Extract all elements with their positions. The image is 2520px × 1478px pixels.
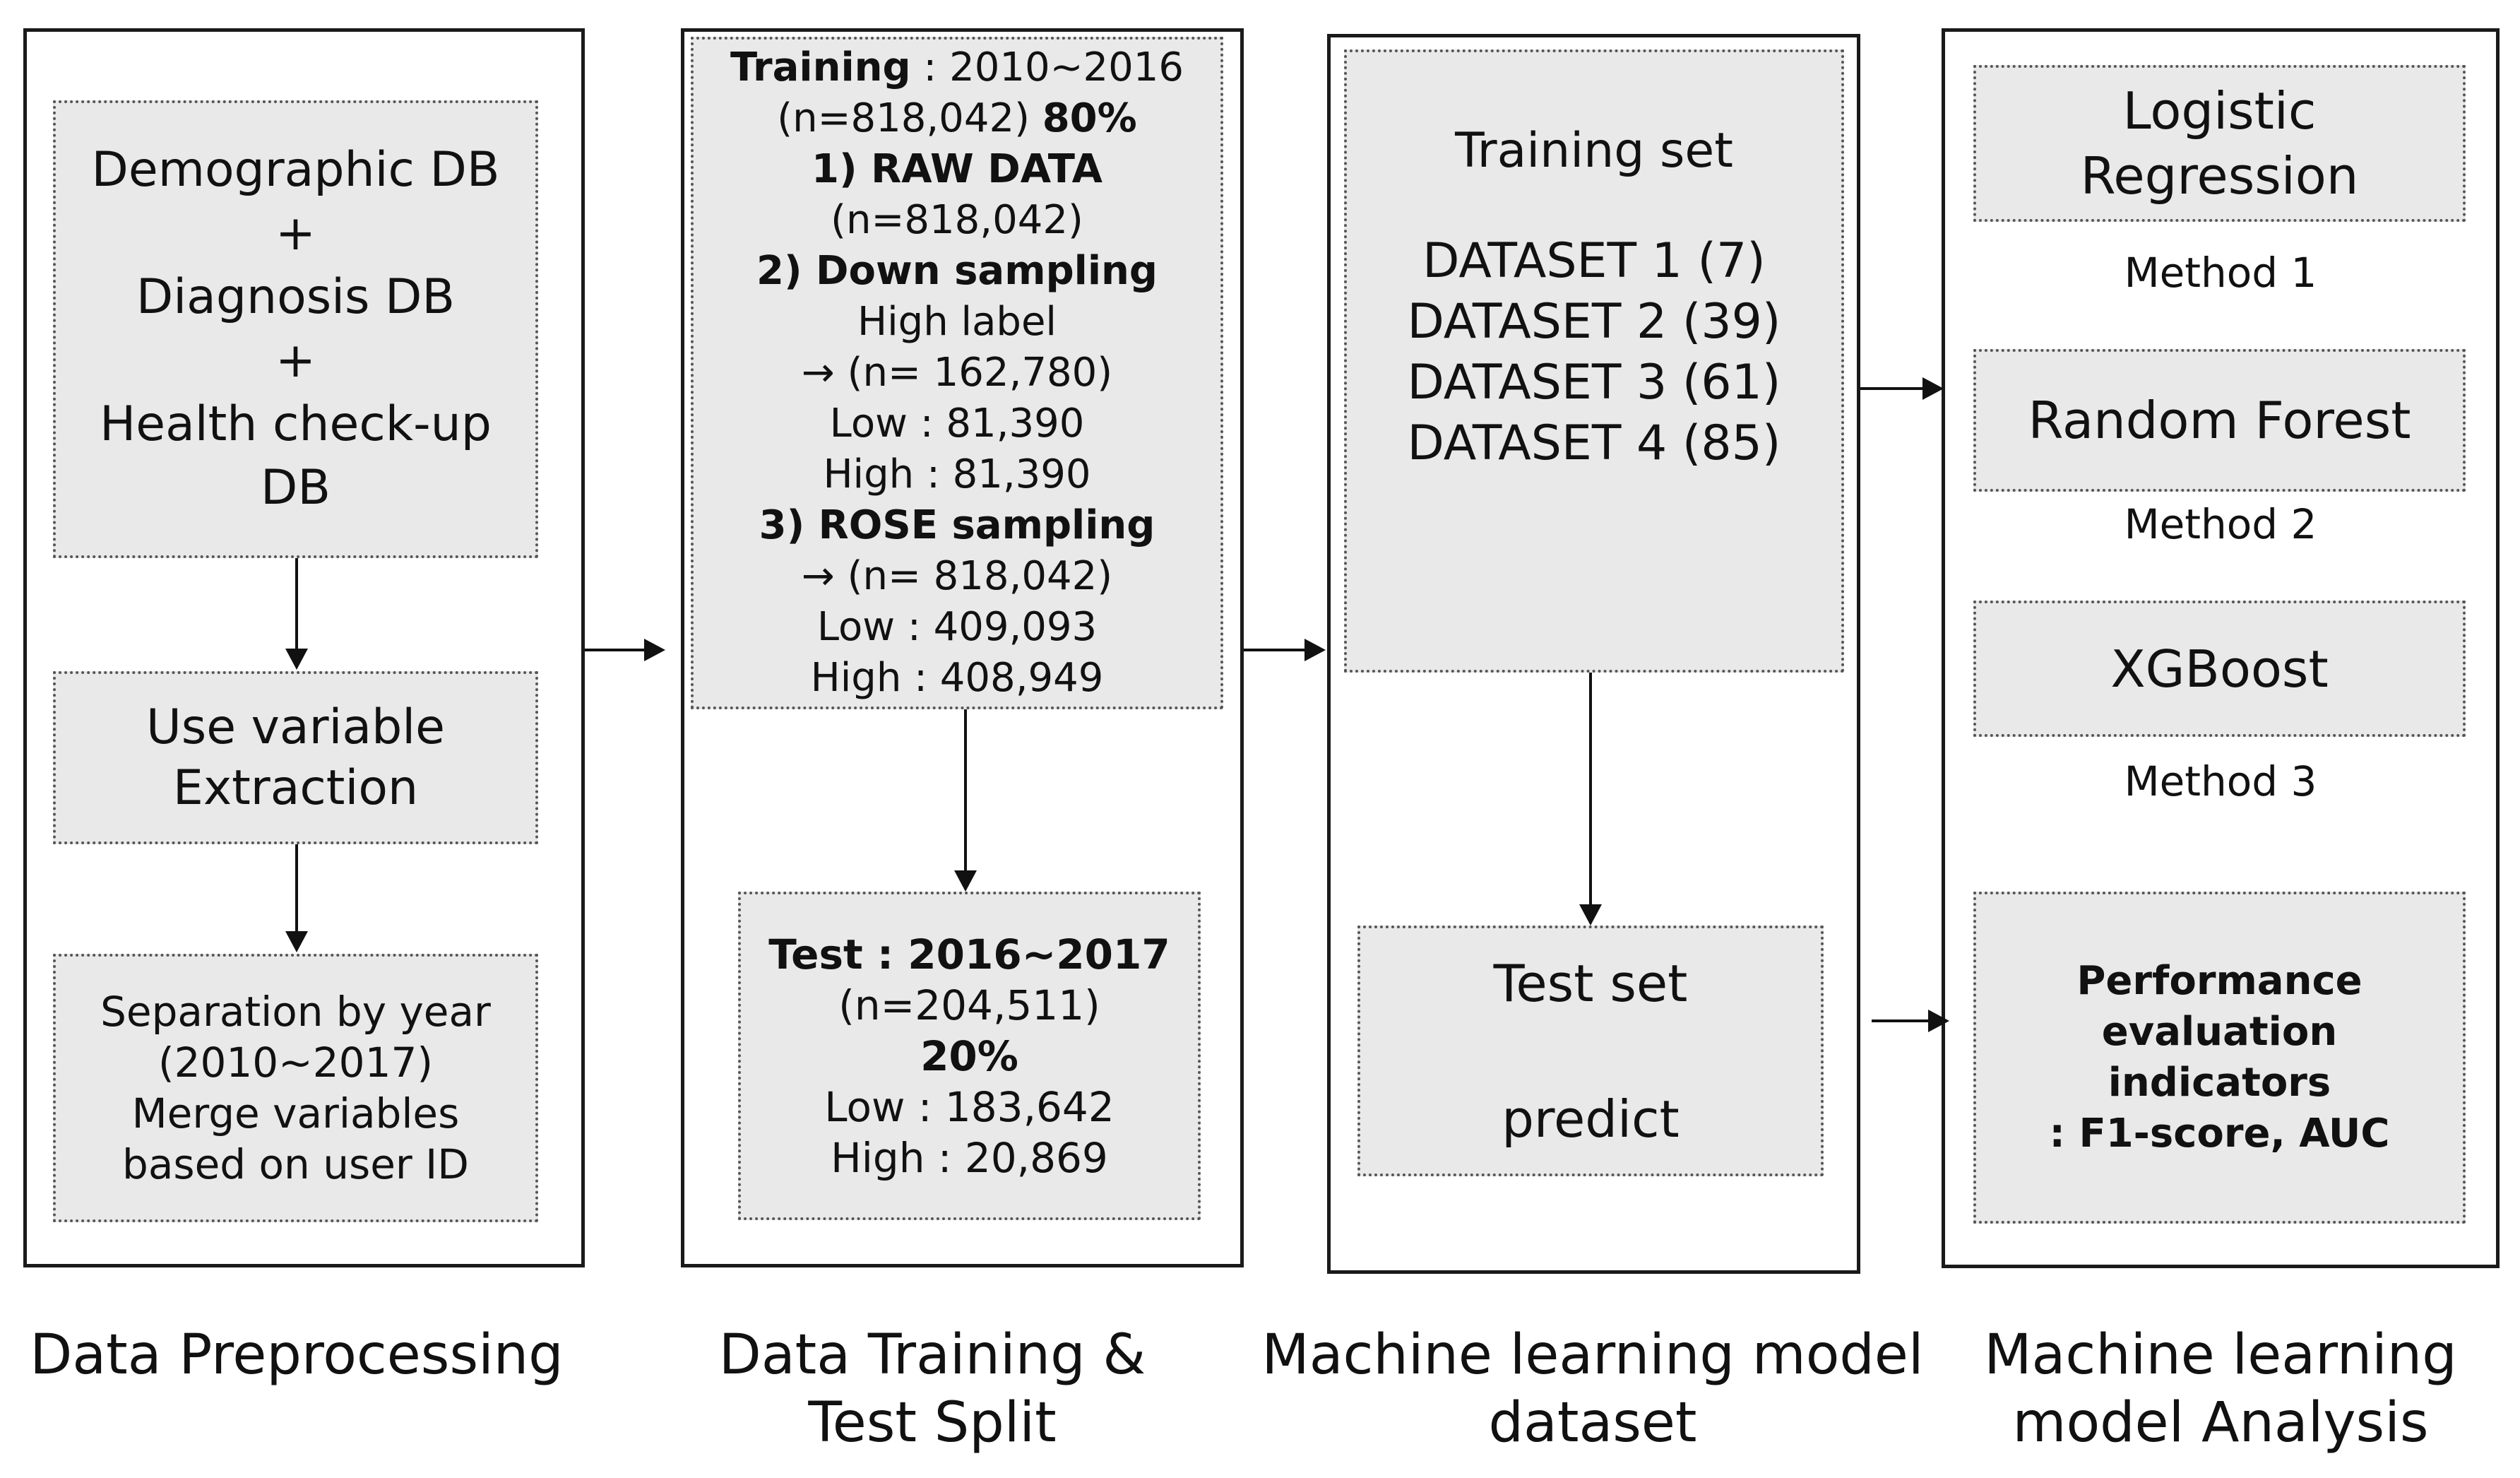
- dataset-1: DATASET 1 (7): [1422, 233, 1766, 289]
- dataset-caption: Machine learning model dataset: [1250, 1321, 1935, 1457]
- dataset-caption-line1: Machine learning model: [1261, 1323, 1924, 1387]
- training-set-title: Training set: [1455, 123, 1733, 179]
- down-sampling-title: 2) Down sampling: [756, 248, 1158, 294]
- logistic-regression-line2: Regression: [2080, 146, 2359, 206]
- training-set-box: Training set DATASET 1 (7) DATASET 2 (39…: [1344, 49, 1844, 673]
- separation-line1: Separation by year: [100, 988, 491, 1036]
- method-2-text: Method 2: [2124, 500, 2317, 548]
- analysis-caption-line1: Machine learning: [1984, 1323, 2457, 1387]
- test-low: Low : 183,642: [824, 1082, 1115, 1131]
- test-set-box: Test set predict: [1357, 926, 1824, 1176]
- training-percent: 80%: [1042, 95, 1137, 141]
- training-count-value: (n=818,042): [777, 95, 1042, 141]
- demographic-db-label: Demographic DB: [91, 142, 500, 198]
- performance-line2: evaluation: [2101, 1009, 2338, 1055]
- performance-evaluation-box: Performance evaluation indicators : F1-s…: [1973, 892, 2466, 1224]
- training-years: : 2010~2016: [910, 45, 1184, 90]
- rose-sampling-title: 3) ROSE sampling: [759, 502, 1155, 548]
- test-percent: 20%: [920, 1031, 1018, 1080]
- training-label: Training: [730, 45, 911, 90]
- arrow-dataset-to-models: [1860, 377, 1944, 400]
- plus-sign: +: [275, 333, 316, 389]
- arrow-training-set-to-test-set: [1579, 673, 1602, 926]
- training-split-box: Training : 2010~2016 (n=818,042) 80% 1) …: [691, 37, 1223, 709]
- raw-data-title: 1) RAW DATA: [812, 146, 1102, 192]
- xgboost-label: XGBoost: [2110, 639, 2329, 699]
- dataset-caption-line2: dataset: [1488, 1391, 1697, 1455]
- method-3-label: Method 3: [1942, 757, 2500, 805]
- source-databases-box: Demographic DB + Diagnosis DB + Health c…: [53, 100, 538, 558]
- variable-extraction-line2: Extraction: [172, 759, 419, 816]
- arrow-preprocessing-to-split: [585, 639, 665, 661]
- health-checkup-db-label-cont: DB: [260, 460, 331, 516]
- logistic-regression-box: Logistic Regression: [1973, 65, 2466, 222]
- rose-sampling-low: Low : 409,093: [816, 604, 1098, 650]
- dataset-3: DATASET 3 (61): [1407, 355, 1781, 410]
- variable-extraction-box: Use variable Extraction: [53, 671, 538, 844]
- rose-sampling-count: → (n= 818,042): [801, 553, 1113, 599]
- analysis-caption-line2: model Analysis: [2012, 1391, 2429, 1455]
- method-1-label: Method 1: [1942, 249, 2500, 297]
- test-high: High : 20,869: [831, 1133, 1108, 1182]
- separation-line3: Merge variables: [131, 1089, 460, 1137]
- dataset-4: DATASET 4 (85): [1407, 415, 1781, 471]
- down-sampling-count: → (n= 162,780): [801, 350, 1113, 396]
- method-1-text: Method 1: [2124, 249, 2317, 297]
- health-checkup-db-label: Health check-up: [100, 396, 492, 452]
- arrow-training-to-test: [954, 709, 977, 892]
- analysis-caption: Machine learning model Analysis: [1942, 1321, 2500, 1457]
- diagnosis-db-label: Diagnosis DB: [136, 269, 456, 325]
- separation-merge-box: Separation by year (2010~2017) Merge var…: [53, 954, 538, 1222]
- method-3-text: Method 3: [2124, 757, 2317, 805]
- training-period: Training : 2010~2016: [730, 42, 1184, 93]
- logistic-regression-line1: Logistic: [2122, 81, 2317, 141]
- raw-data-count: (n=818,042): [831, 197, 1083, 243]
- preprocessing-caption-text: Data Preprocessing: [30, 1323, 564, 1387]
- method-2-label: Method 2: [1942, 500, 2500, 548]
- test-split-box: Test : 2016~2017 (n=204,511) 20% Low : 1…: [738, 892, 1201, 1220]
- separation-line2: (2010~2017): [158, 1039, 434, 1087]
- arrow-dataset-to-evaluation: [1872, 1010, 1949, 1032]
- arrow-extraction-to-separation: [285, 844, 308, 952]
- dataset-2: DATASET 2 (39): [1407, 294, 1781, 350]
- down-sampling-high: High : 81,390: [823, 451, 1091, 497]
- down-sampling-low: Low : 81,390: [829, 401, 1085, 447]
- training-count: (n=818,042) 80%: [777, 93, 1137, 144]
- performance-line3: indicators: [2108, 1060, 2331, 1106]
- performance-line1: Performance: [2076, 958, 2362, 1004]
- random-forest-label: Random Forest: [2028, 391, 2411, 450]
- split-caption: Data Training & Test Split: [650, 1321, 1215, 1457]
- xgboost-box: XGBoost: [1973, 601, 2466, 737]
- arrow-db-to-extraction: [285, 558, 308, 670]
- test-set-title: Test set: [1493, 953, 1688, 1013]
- rose-sampling-high: High : 408,949: [810, 655, 1104, 701]
- random-forest-box: Random Forest: [1973, 349, 2466, 492]
- arrow-split-to-dataset: [1244, 639, 1326, 661]
- plus-sign: +: [275, 206, 316, 261]
- test-count: (n=204,511): [838, 981, 1100, 1029]
- down-sampling-label: High label: [857, 299, 1057, 345]
- split-caption-line2: Test Split: [808, 1391, 1057, 1455]
- performance-line4: : F1-score, AUC: [2049, 1111, 2390, 1157]
- separation-line4: based on user ID: [122, 1140, 469, 1188]
- preprocessing-caption: Data Preprocessing: [0, 1321, 593, 1389]
- test-set-predict: predict: [1502, 1089, 1680, 1149]
- test-period: Test : 2016~2017: [768, 930, 1170, 979]
- variable-extraction-line1: Use variable: [146, 699, 445, 755]
- split-caption-line1: Data Training &: [718, 1323, 1146, 1387]
